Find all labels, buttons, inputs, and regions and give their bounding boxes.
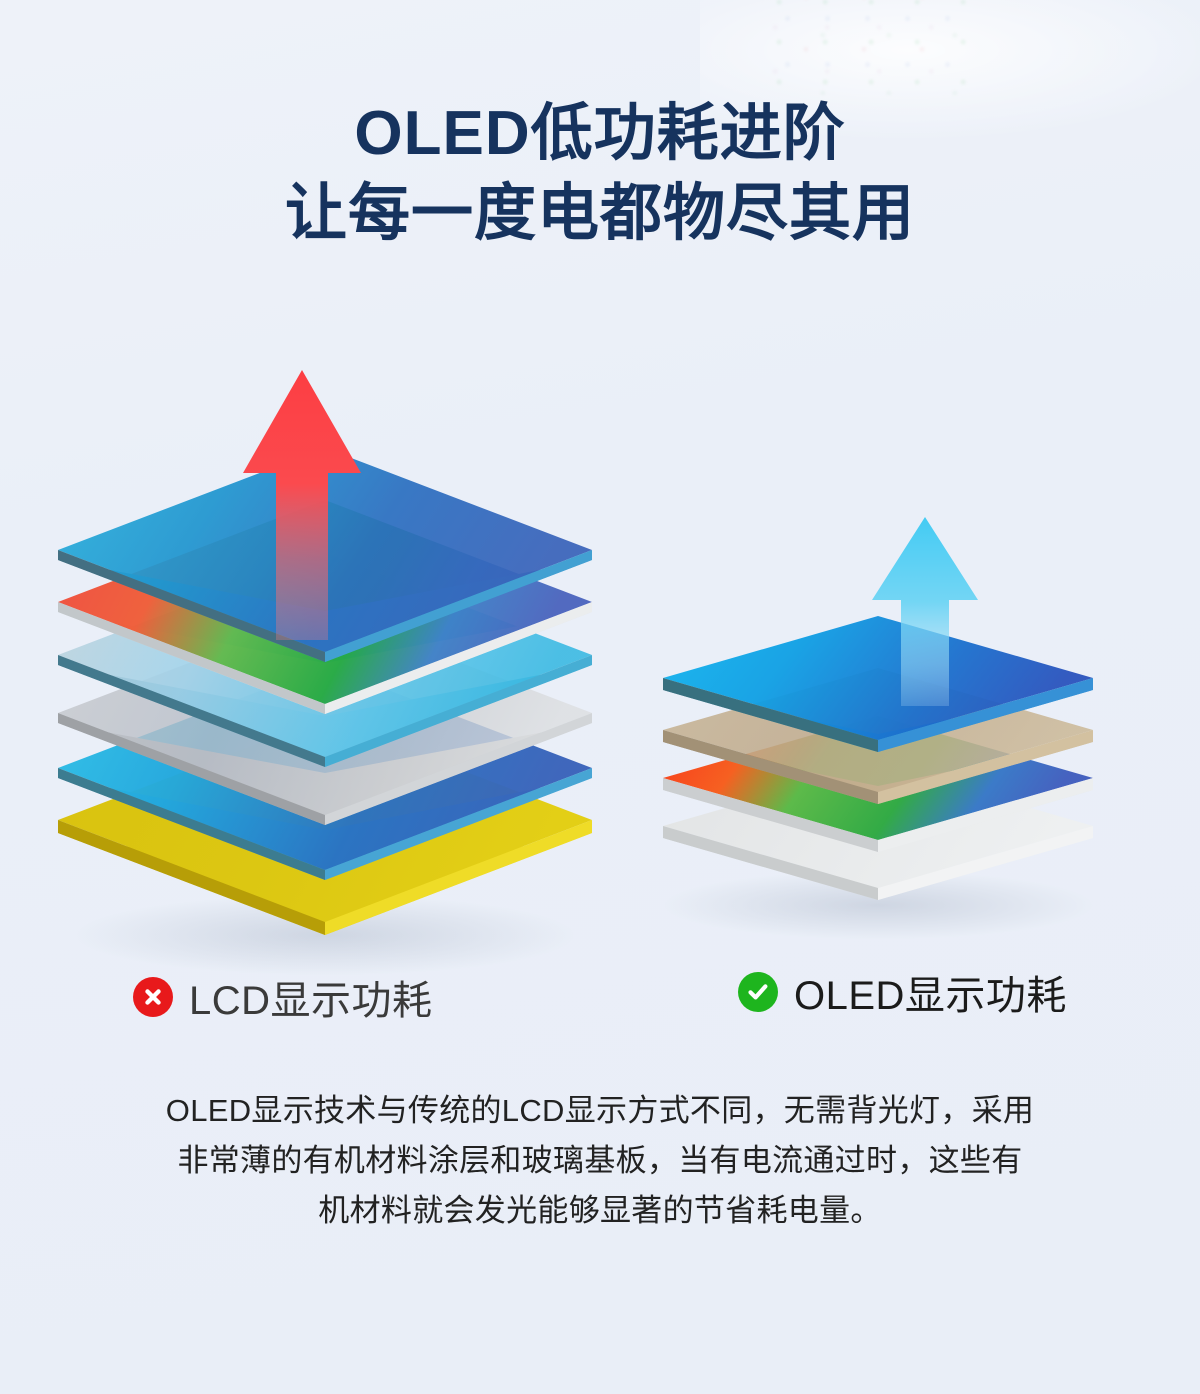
lcd-power-arrow (243, 370, 361, 640)
oled-caption: OLED显示功耗 (738, 963, 1067, 1021)
circle-check-icon (738, 972, 778, 1012)
page-title-line-1: OLED低功耗进阶 (354, 99, 846, 168)
description-line-3: 机材料就会发光能够显著的节省耗电量。 (318, 1193, 882, 1229)
oled-layer-encapsulation-glass (663, 616, 1093, 752)
oled-layer-tft-substrate (663, 764, 1093, 900)
oled-layer-organic-emissive (663, 668, 1093, 804)
page-title-line-2: 让每一度电都物尽其用 (284, 179, 915, 249)
oled-power-arrow (872, 517, 978, 706)
lcd-layer-polarizer-bottom (58, 666, 592, 880)
description-line-1: OLED显示技术与传统的LCD显示方式不同，无需背光灯，采用 (165, 1093, 1035, 1128)
lcd-layer-stack (58, 448, 592, 975)
lcd-caption: LCD显示功耗 (133, 968, 433, 1026)
lcd-layer-polarizer-top (58, 448, 592, 662)
page-title: OLED低功耗进阶 让每一度电都物尽其用 (0, 96, 1200, 253)
lcd-layer-backlight-unit (58, 718, 592, 935)
oled-caption-label: OLED显示功耗 (794, 974, 1067, 1018)
lcd-layer-liquid-crystal (58, 553, 592, 767)
description-line-2: 非常薄的有机材料涂层和玻璃基板，当有电流通过时，这些有 (177, 1143, 1023, 1179)
oled-layer-stack (663, 616, 1093, 939)
circle-cross-icon (133, 977, 173, 1017)
description-paragraph: OLED显示技术与传统的LCD显示方式不同，无需背光灯，采用 非常薄的有机材料涂… (60, 1086, 1140, 1237)
lcd-caption-label: LCD显示功耗 (189, 979, 433, 1023)
lcd-layer-color-filter-rgb (58, 500, 592, 714)
oled-stack-shadow (663, 871, 1093, 939)
lcd-stack-shadow (75, 895, 575, 975)
background-texture-dots (770, 0, 970, 95)
lcd-layer-tft-glass (58, 611, 592, 825)
oled-layer-rgb-pixel (663, 716, 1093, 852)
